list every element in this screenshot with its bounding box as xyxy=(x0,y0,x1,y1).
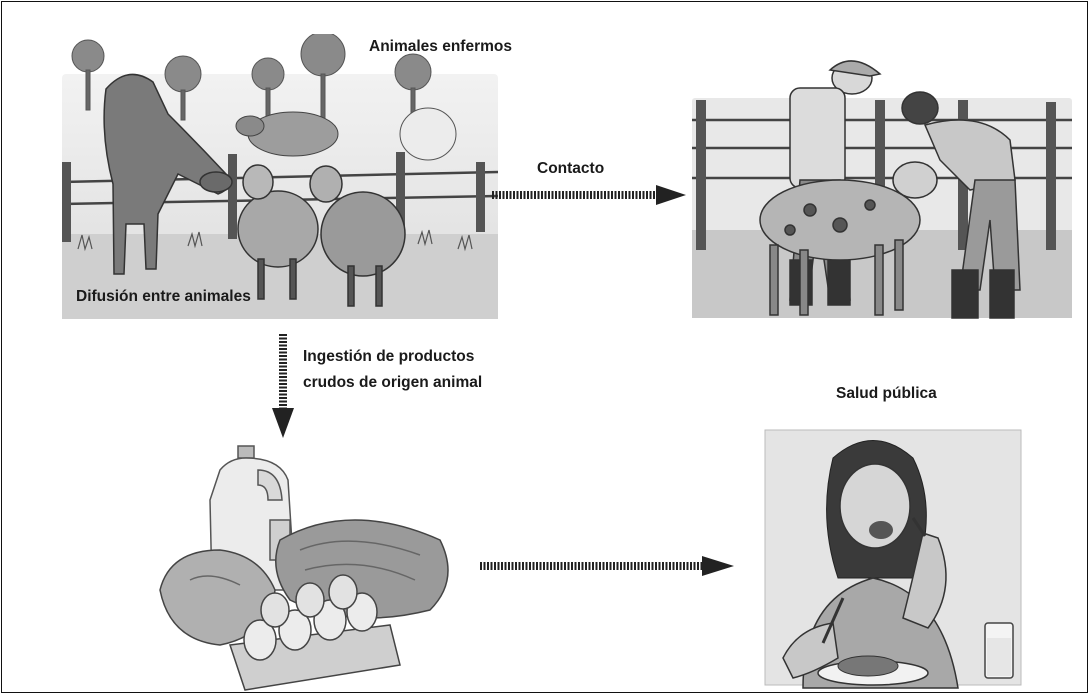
public-health-arrow xyxy=(478,551,738,581)
contact-label: Contacto xyxy=(537,160,605,177)
sick-animals-label: Animales enfermos xyxy=(369,38,512,55)
woman-eating-illustration xyxy=(763,428,1023,690)
ingestion-label-line1: Ingestión de productos xyxy=(303,348,475,365)
contact-arrow xyxy=(490,180,690,210)
ingestion-label-line2: crudos de origen animal xyxy=(303,374,483,391)
sick-animals-illustration xyxy=(58,34,503,324)
raw-animal-products-illustration xyxy=(150,440,460,692)
ingestion-arrow xyxy=(268,332,298,442)
farmers-contact-illustration xyxy=(690,30,1075,325)
public-health-label: Salud pública xyxy=(836,385,937,402)
spread-between-animals-label: Difusión entre animales xyxy=(76,288,251,305)
